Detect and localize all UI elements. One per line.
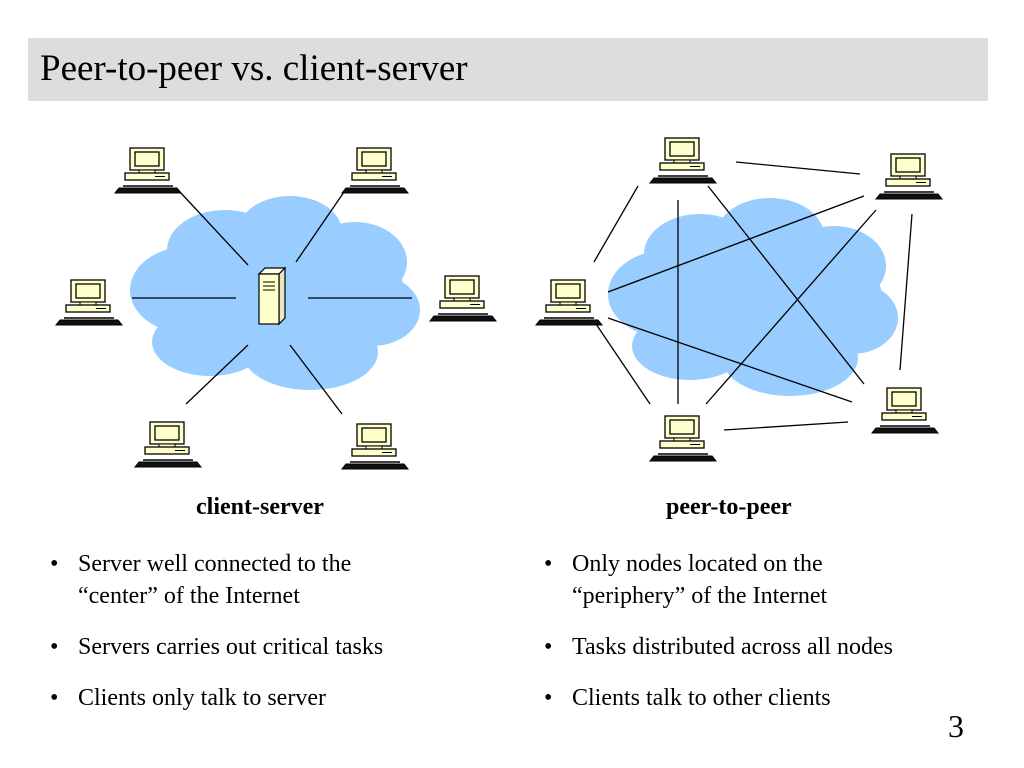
link-line — [705, 209, 877, 405]
link-line — [723, 421, 849, 431]
desktop-computer-icon — [134, 421, 202, 468]
link-line — [179, 191, 249, 266]
desktop-computer-icon — [875, 153, 943, 200]
client-server-bullets: •Server well connected to the“center” of… — [50, 548, 383, 733]
bullet-item: •Clients talk to other clients — [544, 685, 831, 711]
server-tower-icon — [258, 267, 286, 325]
link-line — [295, 191, 345, 263]
link-line — [899, 213, 913, 371]
link-line — [595, 323, 651, 405]
link-line — [289, 344, 343, 415]
bullet-item: •Only nodes located on the“periphery” of… — [544, 551, 828, 609]
slide-title: Peer-to-peer vs. client-server — [40, 48, 468, 89]
desktop-computer-icon — [535, 279, 603, 326]
desktop-computer-icon — [429, 275, 497, 322]
link-line — [185, 344, 249, 405]
desktop-computer-icon — [871, 387, 939, 434]
bullet-item: •Server well connected to the“center” of… — [50, 551, 352, 609]
title-bar: Peer-to-peer vs. client-server — [28, 38, 988, 101]
desktop-computer-icon — [649, 137, 717, 184]
desktop-computer-icon — [341, 423, 409, 470]
link-line — [707, 185, 865, 385]
page-number: 3 — [948, 708, 964, 744]
link-line — [607, 317, 853, 403]
internet-cloud-icon-right — [608, 198, 898, 396]
client-server-caption: client-server — [196, 494, 324, 520]
desktop-computer-icon — [55, 279, 123, 326]
desktop-computer-icon — [649, 415, 717, 462]
desktop-computer-icon — [341, 147, 409, 194]
link-line — [607, 195, 865, 293]
desktop-computer-icon — [114, 147, 182, 194]
peer-to-peer-bullets: •Only nodes located on the“periphery” of… — [544, 548, 893, 733]
bullet-item: •Tasks distributed across all nodes — [544, 634, 893, 660]
bullet-item: •Servers carries out critical tasks — [50, 634, 384, 660]
link-line — [735, 161, 861, 175]
peer-to-peer-links — [593, 161, 913, 431]
bullet-item: •Clients only talk to server — [50, 685, 326, 711]
link-line — [593, 185, 639, 263]
client-server-links — [132, 191, 412, 415]
peer-to-peer-caption: peer-to-peer — [666, 494, 792, 520]
